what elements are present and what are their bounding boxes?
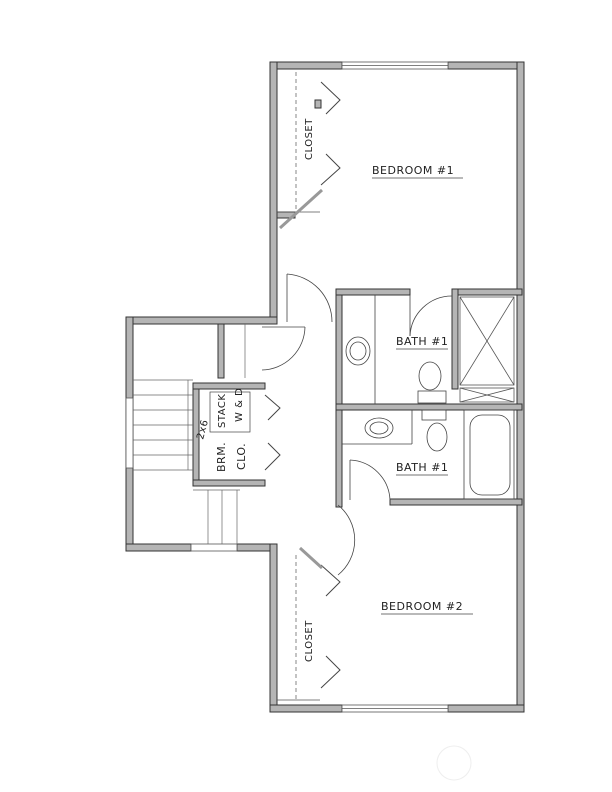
brm-label: BRM. (215, 442, 228, 472)
windows (125, 61, 449, 713)
stairs (133, 324, 246, 544)
bedroom1-label: BEDROOM #1 (372, 164, 454, 177)
wall-note-label: 2x6 (195, 418, 211, 440)
bath-fixtures (342, 295, 515, 500)
closet-upper-label: CLOSET (304, 118, 315, 160)
wd-label: W & D (234, 388, 245, 422)
stack-label: STACK (217, 394, 228, 428)
swing-doors (261, 273, 453, 576)
closet-rods (277, 72, 320, 701)
bedroom2-label: BEDROOM #2 (381, 600, 463, 613)
shower (459, 296, 515, 403)
closet-lower-label: CLOSET (304, 620, 315, 662)
bath-upper-label: BATH #1 (396, 335, 448, 348)
walls (125, 61, 525, 713)
watermark-icon (436, 745, 472, 781)
bath-lower-label: BATH #1 (396, 461, 448, 474)
clo-label: CLO. (235, 443, 248, 470)
bifold-doors (264, 81, 341, 689)
